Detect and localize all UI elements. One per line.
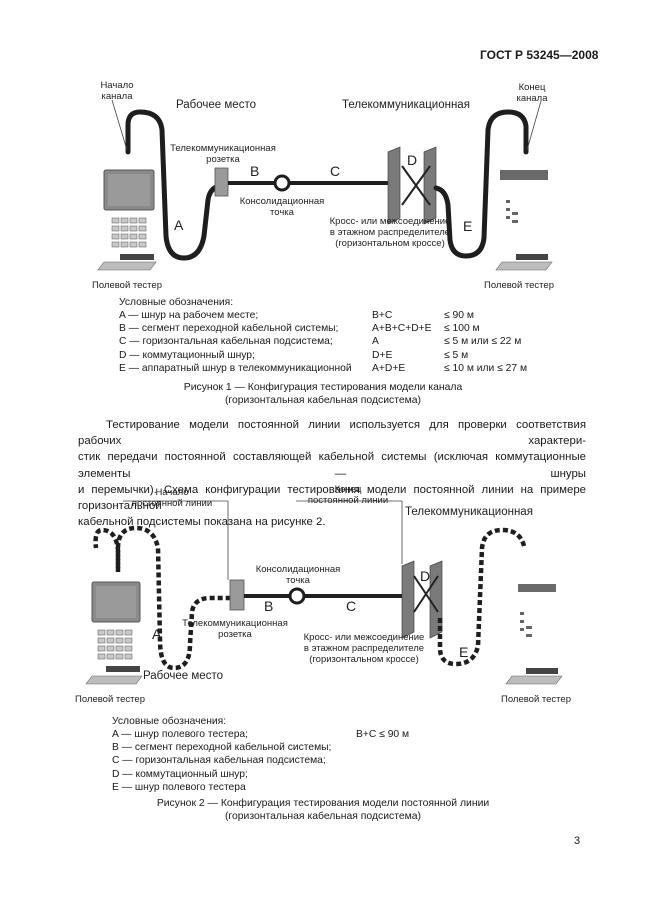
channel-start-label: канала [101, 91, 133, 102]
segment-a-label: A [174, 217, 184, 233]
segment-b-label: B [250, 163, 260, 179]
segment-e-label: E [463, 218, 473, 234]
consolidation-label: точка [286, 575, 310, 586]
cable-a [125, 109, 229, 261]
cross-connect-label: (горизонтальном кроссе) [309, 654, 419, 665]
segment-a-label: A [152, 626, 162, 642]
outlet-label: Телекоммуникационная [170, 143, 276, 154]
legend-title: Условные обозначения: [112, 716, 227, 727]
consolidation-label: точка [270, 207, 294, 218]
outlet-label: розетка [206, 154, 240, 165]
cross-connect-label: в этажном распределителе [303, 643, 425, 654]
cable-e [433, 109, 529, 259]
telecom-room-label: Телекоммуникационная [342, 99, 470, 111]
cross-connect-label: Кросс- или межсоединение [303, 632, 425, 643]
segment-e-label: E [459, 644, 469, 660]
link-end-label: Конец [334, 484, 362, 495]
segment-d-label: D [407, 152, 418, 168]
consolidation-label: Консолидационная [255, 564, 341, 575]
standard-id: ГОСТ Р 53245—2008 [480, 48, 599, 62]
legend-row: A — шнур полевого тестера;B — сегмент пе… [112, 729, 332, 793]
field-tester-icon [495, 170, 553, 271]
legend-formula: B+C ≤ 90 м [356, 729, 410, 740]
body-paragraph: Тестирование модели постоянной линии исп… [78, 419, 586, 529]
outlet-label: розетка [218, 629, 252, 640]
cable-a [115, 525, 230, 671]
outlet-label: Телекоммуникационная [182, 618, 288, 629]
segment-b-label: B [264, 598, 274, 614]
field-tester-left-label: Полевой тестер [92, 280, 162, 291]
telecom-room-label: Телекоммуникационная [405, 506, 533, 518]
workplace-label: Рабочее место [143, 670, 223, 682]
consolidation-point-icon [288, 587, 306, 605]
link-end-label: постоянной линии [307, 495, 389, 506]
cross-connect-label: в этажном распределителе [329, 227, 451, 238]
consolidation-label: Консолидационная [239, 196, 325, 207]
figure-2-caption: Рисунок 2 — Конфигурация тестирования мо… [156, 798, 490, 822]
cross-connect-label: Кросс- или межсоединение [329, 216, 451, 227]
link-start-label: постоянной линии [131, 498, 213, 509]
telecom-outlet-icon [229, 579, 245, 611]
channel-start-label: Начало [100, 80, 134, 91]
cross-connect-icon [387, 146, 437, 225]
legend-title: Условные обозначения: [119, 297, 234, 308]
channel-end-label: канала [516, 93, 548, 104]
page-number: 3 [574, 835, 581, 847]
field-tester-icon [97, 169, 157, 271]
figure-1-caption: Рисунок 1 — Конфигурация тестирования мо… [183, 382, 463, 406]
link-start-label: Начало [155, 487, 189, 498]
segment-c-label: C [346, 598, 357, 614]
field-tester-icon [85, 581, 143, 685]
field-tester-right-label: Полевой тестер [484, 280, 554, 291]
legend-limit: ≤ 90 м≤ 100 м ≤ 5 м или ≤ 22 м≤ 5 м ≤ 10… [444, 310, 528, 374]
cross-connect-label: (горизонтальном кроссе) [335, 238, 445, 249]
field-tester-left-label: Полевой тестер [75, 694, 145, 705]
cable-e [437, 527, 527, 667]
workplace-label: Рабочее место [176, 99, 256, 111]
segment-d-label: D [420, 568, 431, 584]
cable-a [93, 527, 121, 568]
channel-end-label: Конец [518, 82, 546, 93]
field-tester-icon [505, 584, 563, 685]
segment-c-label: C [330, 163, 341, 179]
legend-row: A — шнур на рабочем месте;B — сегмент пе… [119, 310, 352, 374]
field-tester-right-label: Полевой тестер [501, 694, 571, 705]
